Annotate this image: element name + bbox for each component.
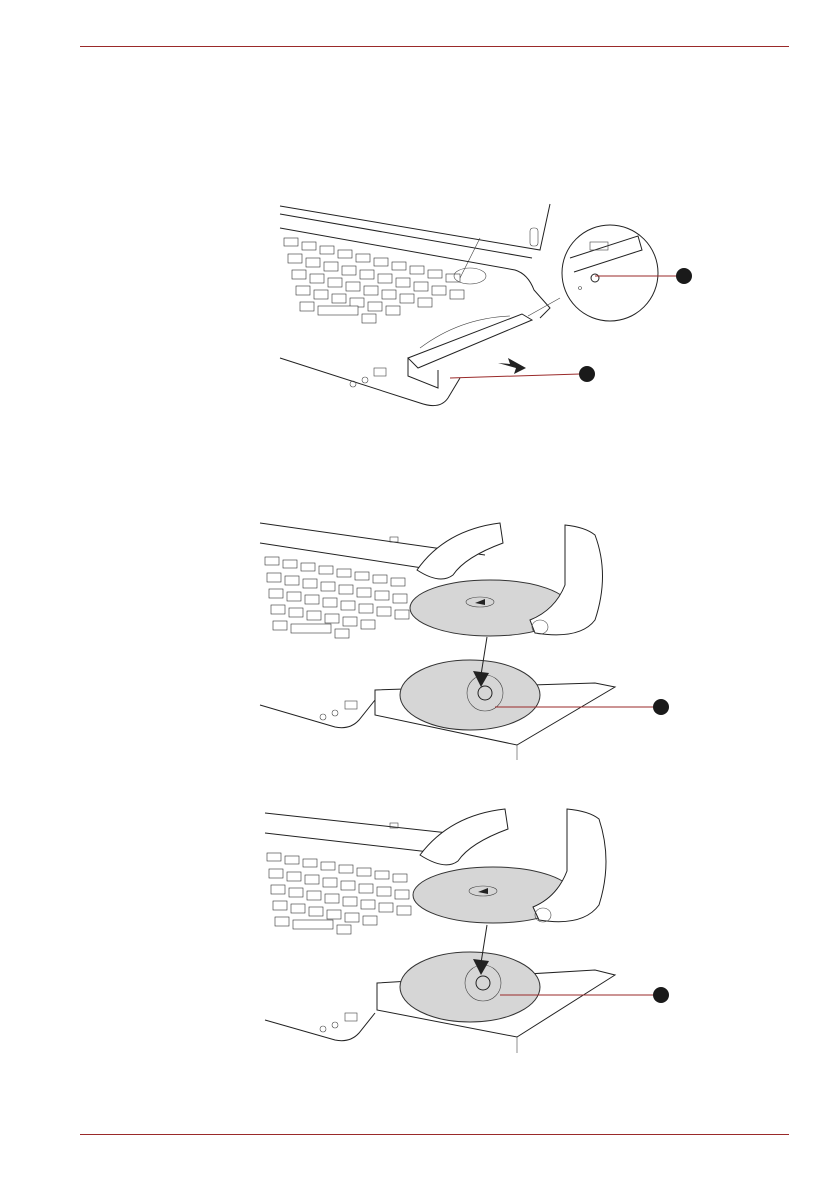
callout-marker-4 — [653, 987, 669, 1003]
header-rule — [80, 46, 789, 47]
keyboard-keys — [284, 238, 464, 323]
callout-marker-2 — [579, 366, 595, 382]
callout-marker-3 — [653, 699, 669, 715]
insert-disc-illustration — [255, 515, 685, 765]
press-disc-illustration — [255, 805, 685, 1060]
eject-tray-illustration — [270, 198, 700, 413]
keyboard-keys — [267, 853, 411, 934]
keyboard-keys — [265, 557, 409, 638]
footer-rule — [80, 1134, 789, 1135]
callout-marker-1 — [676, 268, 692, 284]
